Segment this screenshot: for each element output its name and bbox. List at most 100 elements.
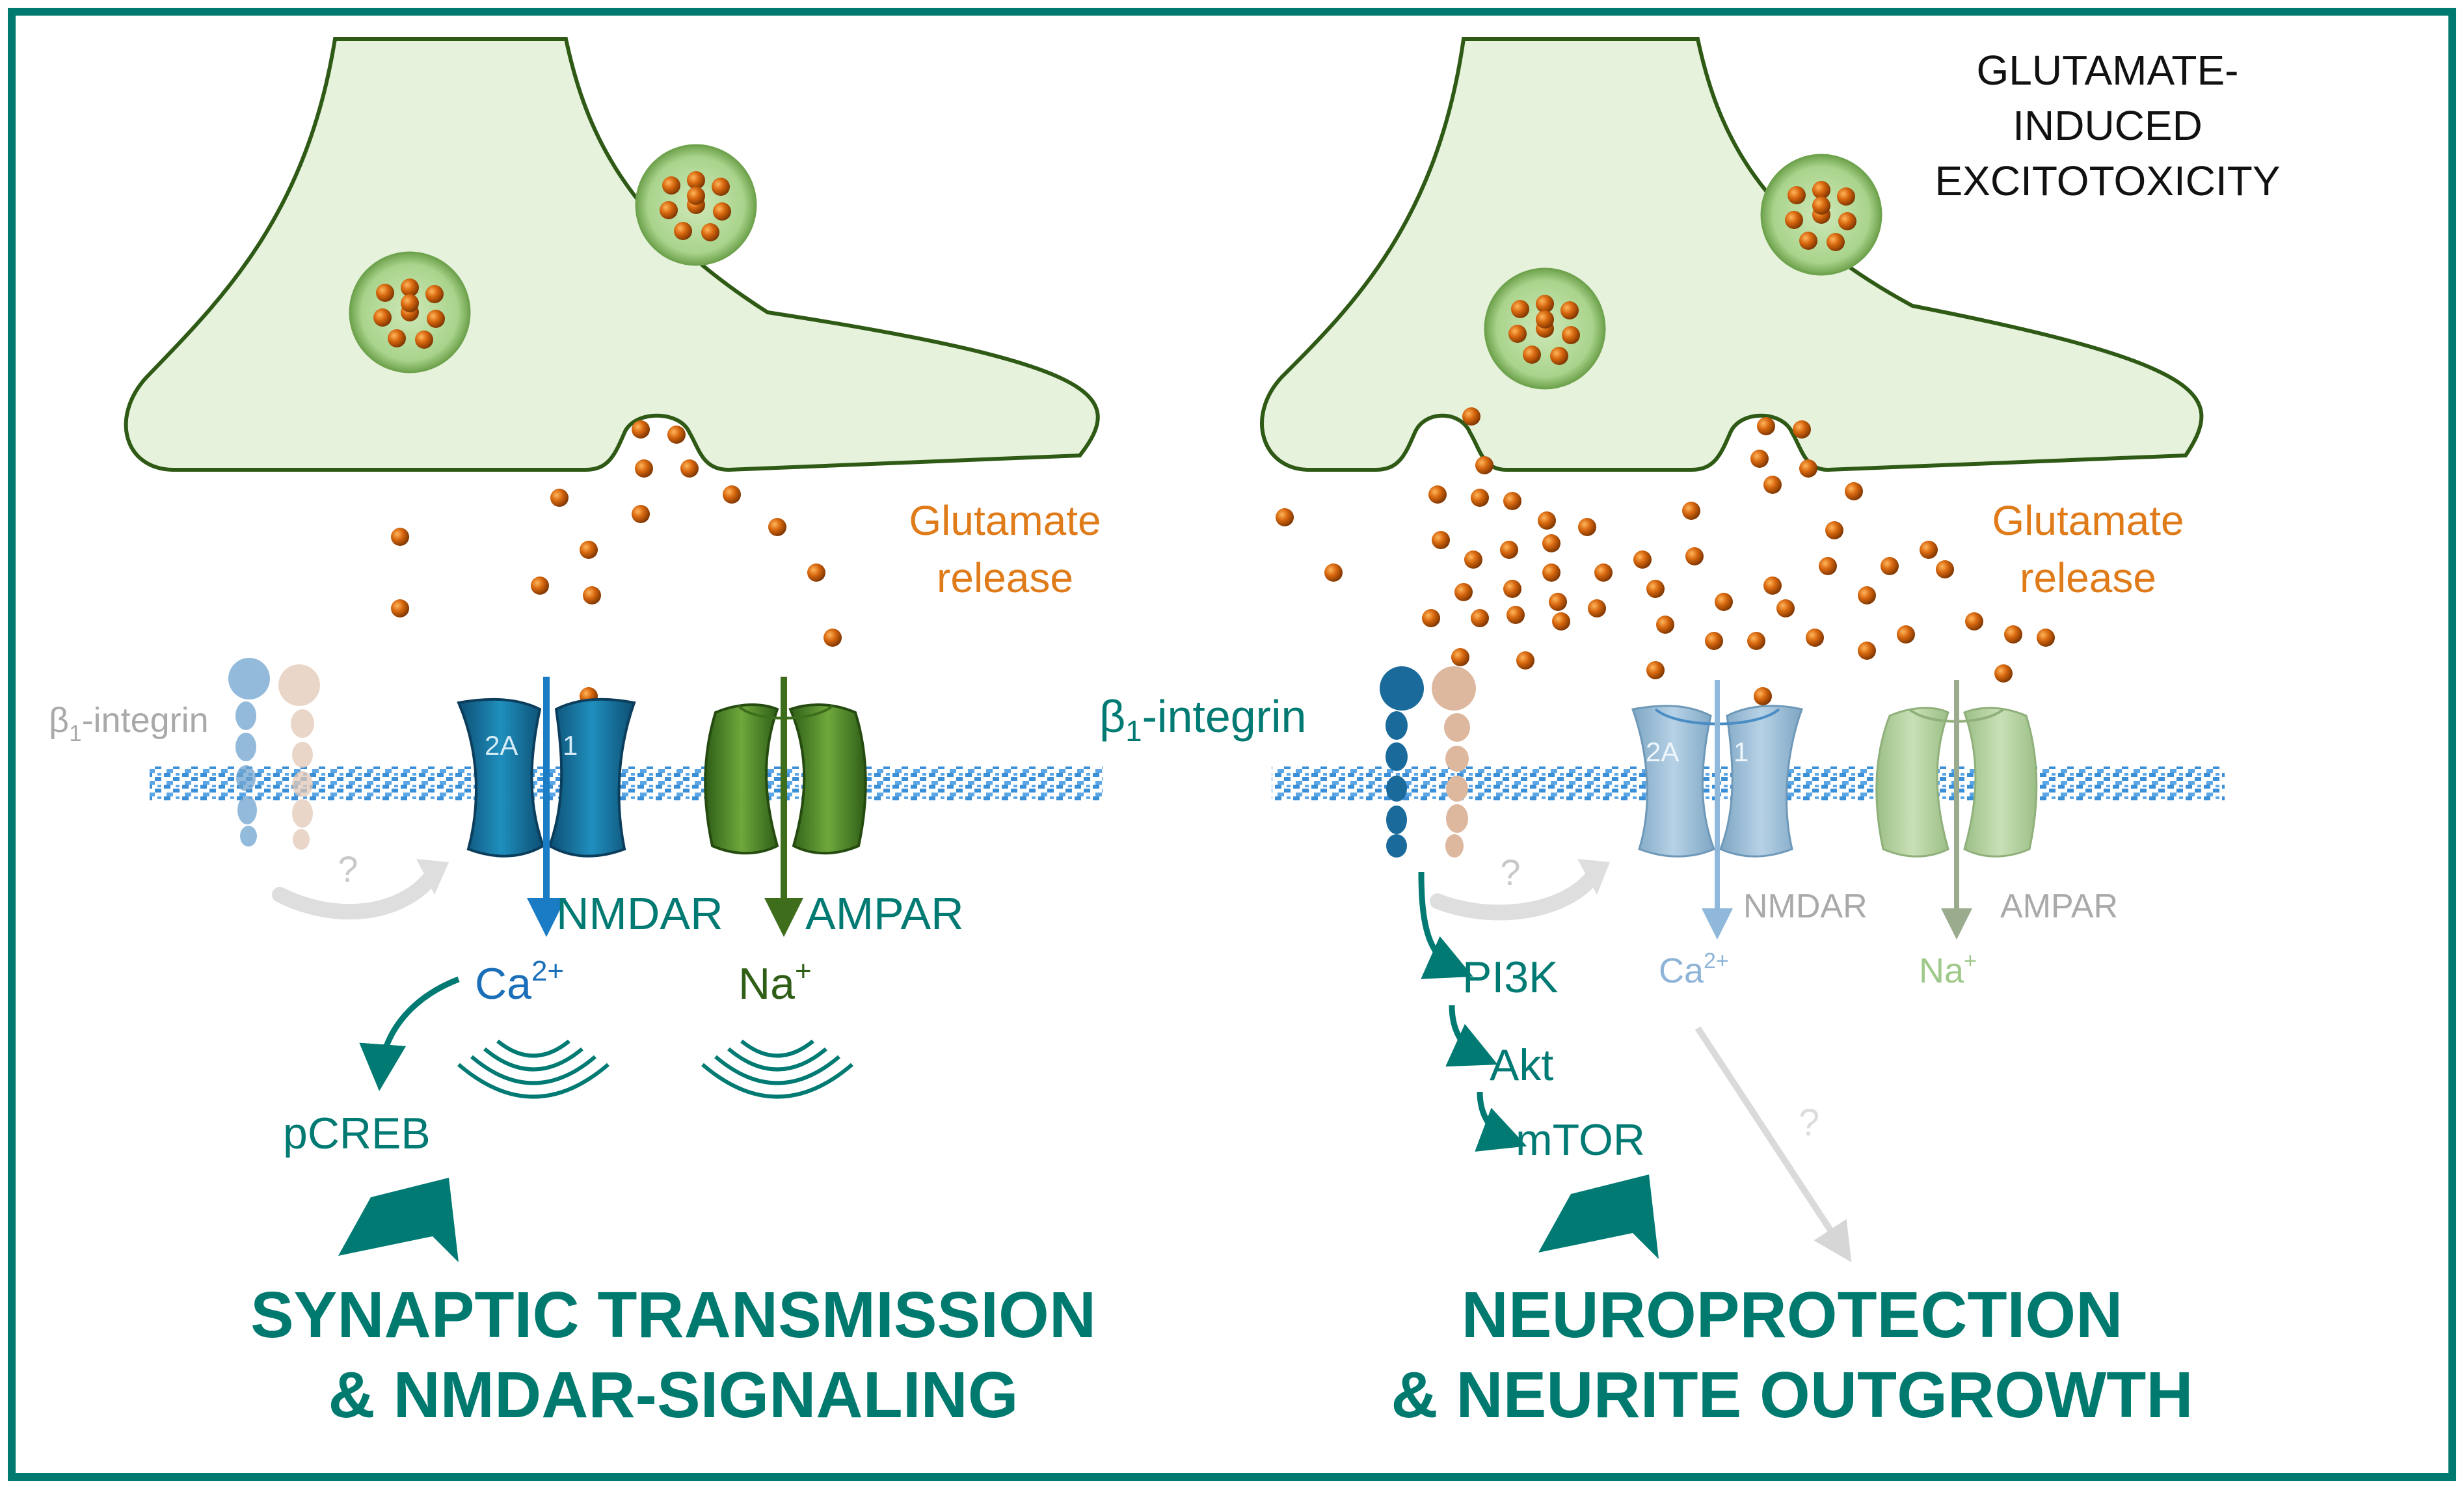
vesicle <box>1760 154 1882 276</box>
glutamate-label-line1: Glutamate <box>909 497 1101 544</box>
outcome-arrow-right <box>1538 1174 1659 1259</box>
glutamate-molecule <box>1754 687 1772 705</box>
integrin-label-right: β1-integrin <box>1099 691 1306 748</box>
glutamate-molecule <box>807 563 825 582</box>
glutamate-molecule <box>1552 612 1570 631</box>
glutamate-molecule <box>391 599 409 617</box>
glutamate-molecule <box>1451 648 1469 666</box>
nmdar-label-right: NMDAR <box>1743 888 1868 925</box>
glutamate-molecule <box>1715 593 1733 611</box>
glutamate-molecule <box>1819 557 1837 575</box>
glutamate-molecule <box>1763 576 1782 595</box>
beta1-integrin-right <box>1380 666 1476 858</box>
glutamate-molecule <box>660 201 678 219</box>
calcium-label-left: Ca2+ <box>475 955 564 1009</box>
excitotoxicity-title-line2: INDUCED <box>2013 102 2203 149</box>
glutamate-molecule <box>1825 521 1843 539</box>
vesicle <box>635 144 757 266</box>
glutamate-molecule <box>1324 563 1343 582</box>
nmdar-subunit-1: 1 <box>1734 737 1748 767</box>
glutamate-molecule <box>1785 211 1803 229</box>
nmdar-receptor-left: 2A 1 <box>457 698 636 858</box>
glutamate-molecule <box>687 187 705 205</box>
glutamate-molecule <box>1776 599 1795 617</box>
unknown-link-arrow-right <box>1430 867 1601 921</box>
glutamate-molecule <box>1536 310 1554 329</box>
glutamate-molecule <box>376 284 394 302</box>
question-mark-right: ? <box>1500 852 1520 893</box>
glutamate-molecule <box>1471 489 1489 507</box>
glutamate-molecule <box>1633 550 1652 569</box>
akt-label: Akt <box>1490 1040 1553 1090</box>
outcome-arrow-left <box>338 1178 459 1262</box>
pcreb-arrow <box>359 976 460 1091</box>
vesicle <box>1484 267 1606 390</box>
glutamate-molecule <box>1747 632 1765 650</box>
glutamate-molecule <box>2037 629 2055 647</box>
vesicle <box>349 251 471 373</box>
glutamate-molecule <box>1763 476 1782 494</box>
glutamate-molecule <box>723 485 741 504</box>
glutamate-molecule <box>1550 347 1568 365</box>
right-panel: Glutamate release GLUTAMATE- INDUCED EXC… <box>1099 37 2281 1431</box>
glutamate-molecule <box>1656 616 1674 634</box>
sodium-label-right: Na+ <box>1919 949 1977 990</box>
glutamate-molecule <box>632 505 650 523</box>
glutamate-molecule <box>1542 534 1560 552</box>
glutamate-molecule <box>1464 550 1482 569</box>
excitotoxicity-title-line3: EXCITOTOXICITY <box>1935 157 2280 204</box>
glutamate-molecule <box>1516 651 1534 670</box>
glutamate-molecule <box>1858 586 1876 604</box>
glutamate-molecule <box>1793 420 1811 439</box>
glutamate-molecule <box>1511 300 1529 318</box>
glutamate-molecule <box>1845 482 1863 500</box>
glutamate-molecule <box>713 202 731 221</box>
glutamate-molecule <box>1994 664 2013 683</box>
glutamate-molecule <box>667 426 686 444</box>
glutamate-molecule <box>1503 580 1521 598</box>
left-panel: Glutamate release β1-integrin <box>49 37 1103 1431</box>
glutamate-label-line1: Glutamate <box>1992 497 2184 544</box>
glutamate-molecule <box>1422 609 1440 627</box>
glutamate-molecule <box>701 223 719 241</box>
ampar-label-right: AMPAR <box>2000 888 2118 925</box>
glutamate-molecule <box>1462 407 1480 426</box>
sodium-label-left: Na+ <box>738 955 812 1009</box>
glutamate-molecule <box>768 518 786 536</box>
integrin-label-left: β1-integrin <box>49 701 209 746</box>
glutamate-molecule <box>1560 301 1579 319</box>
ampar-receptor-left <box>704 703 867 855</box>
unknown-link-arrowhead-left <box>416 859 449 895</box>
glutamate-molecule <box>1538 511 1556 530</box>
glutamate-molecule <box>1508 325 1527 343</box>
glutamate-molecule <box>687 171 705 189</box>
glutamate-molecule <box>531 576 549 595</box>
glutamate-molecule <box>550 489 569 507</box>
mtor-arrow <box>1475 1091 1527 1152</box>
glutamate-molecule <box>1812 181 1830 199</box>
glutamate-molecule <box>1788 186 1806 204</box>
glutamate-molecule <box>1428 485 1447 504</box>
glutamate-molecule <box>1578 518 1596 536</box>
outcome-left-line2: & NMDAR-SIGNALING <box>328 1359 1018 1431</box>
glutamate-molecules-right <box>1276 407 2055 705</box>
glutamate-molecule <box>401 278 419 297</box>
glutamate-molecule <box>1936 560 1954 578</box>
glutamate-molecule <box>1806 629 1824 647</box>
glutamate-molecule <box>1799 232 1817 250</box>
glutamate-molecule <box>427 310 445 328</box>
glutamate-label-line2: release <box>2020 554 2156 601</box>
glutamate-molecule <box>1549 593 1567 611</box>
glutamate-label-line2: release <box>937 554 1073 601</box>
unknown-link-arrow-left <box>272 867 440 920</box>
glutamate-molecule <box>583 586 601 604</box>
glutamate-molecule <box>1454 583 1473 601</box>
glutamate-molecule <box>1523 346 1541 364</box>
nmdar-subunit-2a: 2A <box>1646 737 1679 767</box>
pi3k-arrow <box>1418 871 1473 979</box>
glutamate-molecule <box>1750 450 1769 468</box>
glutamate-molecule <box>1562 326 1580 344</box>
glutamate-molecule <box>680 459 699 478</box>
